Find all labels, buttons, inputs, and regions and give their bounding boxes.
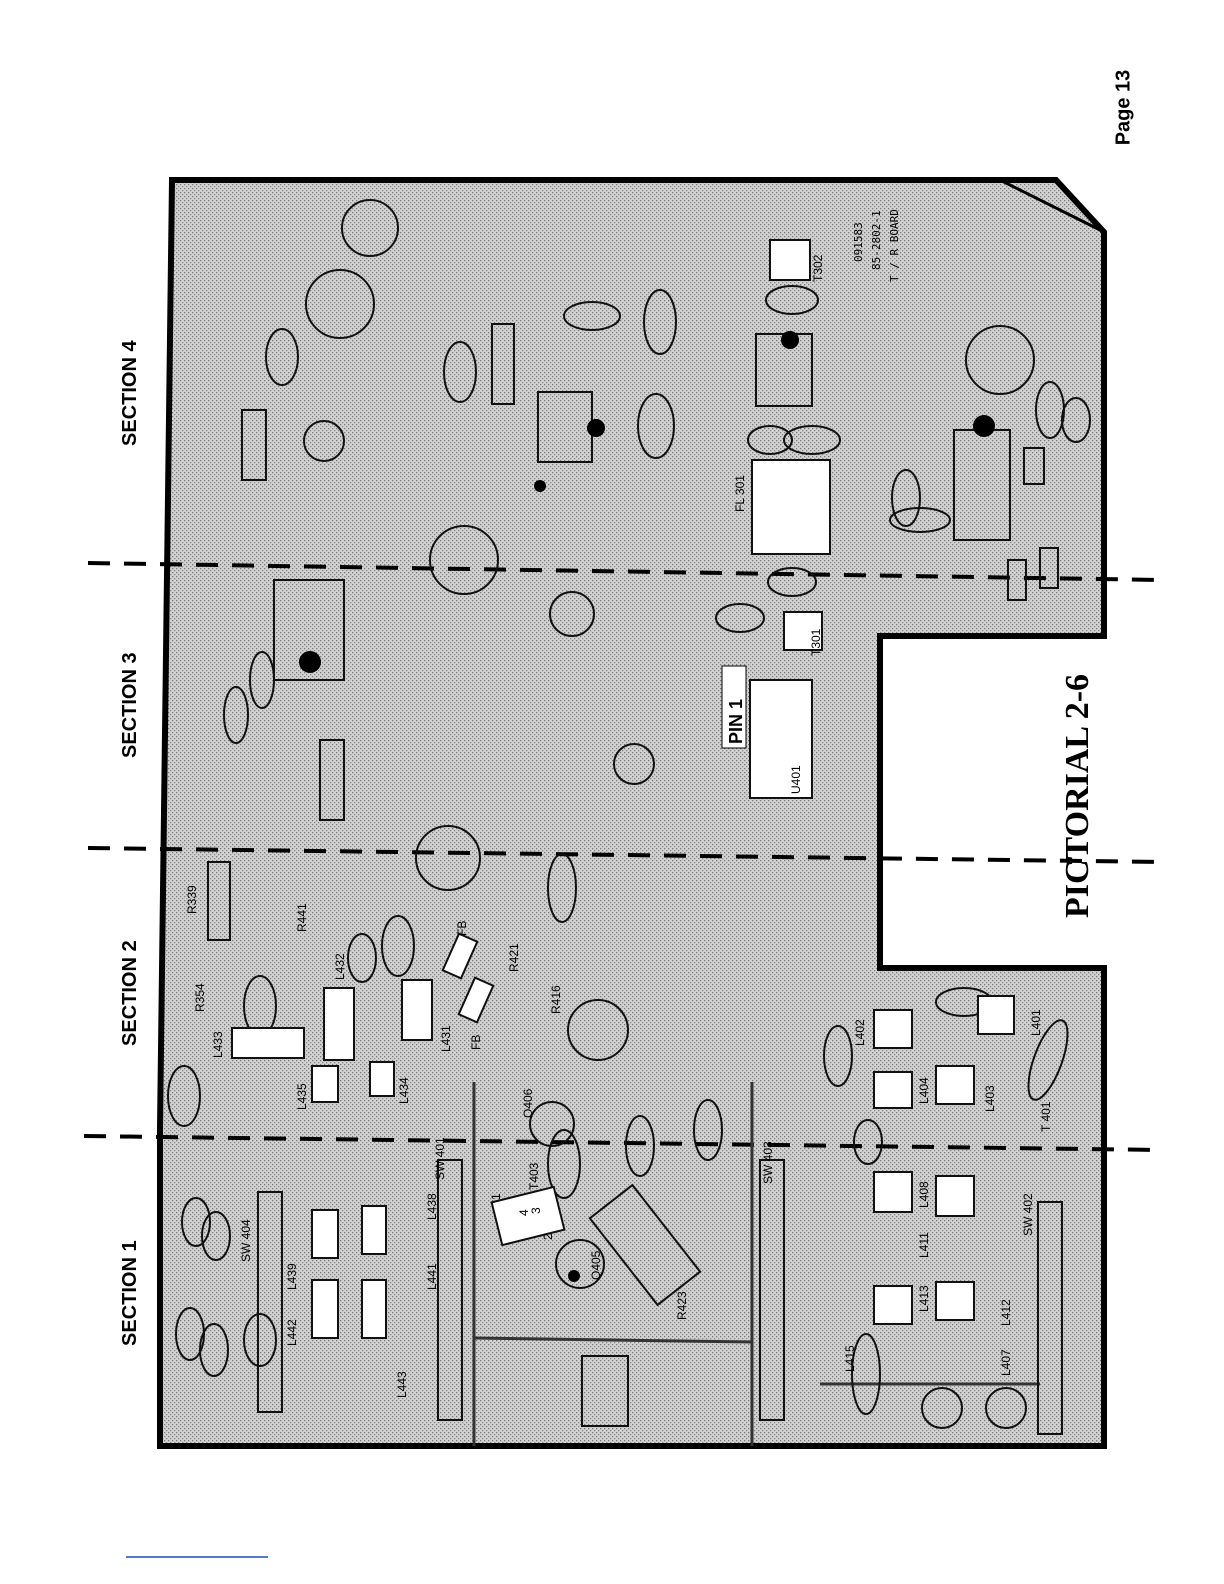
white-parts: [231, 459, 1015, 1339]
pin-1-label: PIN 1: [726, 699, 746, 744]
footer-link-underline: [126, 1556, 268, 1558]
l408-label: L408: [917, 1181, 931, 1208]
l432-label: L432: [333, 953, 347, 980]
svg-text:2: 2: [541, 1233, 555, 1240]
r421-label: R421: [507, 943, 521, 972]
t401-label: T 401: [1039, 1101, 1053, 1132]
l435-label: L435: [295, 1083, 309, 1110]
l411-label: L411: [917, 1232, 931, 1258]
l433-label: L433: [211, 1031, 225, 1058]
sw401-label: SW 401: [433, 1137, 447, 1180]
l443-label: L443: [395, 1371, 409, 1398]
r354-label: R354: [193, 983, 207, 1012]
section-label-1: SECTION 1: [119, 1240, 141, 1346]
r423-label: R423: [675, 1291, 689, 1320]
l401-label: L401: [1029, 1009, 1043, 1036]
l438-label: L438: [425, 1193, 439, 1220]
section-labels: SECTION 1 SECTION 2 SECTION 3 SECTION 4: [119, 340, 141, 1346]
pictorial-title: PICTORIAL 2-6: [1059, 674, 1096, 918]
svg-text:3: 3: [529, 1207, 543, 1214]
r339-label: R339: [185, 885, 199, 914]
sw403-label: SW 403: [761, 1141, 775, 1184]
sw402-label: SW 402: [1021, 1193, 1035, 1236]
board-part-number: 85-2802-1: [870, 210, 883, 270]
section-label-4: SECTION 4: [119, 340, 141, 446]
page-number: Page 13: [1112, 69, 1135, 146]
t302-label: T302: [811, 254, 825, 282]
q405-label: Q405: [589, 1250, 603, 1280]
u401-label: U401: [789, 765, 803, 794]
r441-label: R441: [295, 903, 309, 932]
board-outline: [157, 177, 1107, 1449]
l442-label: L442: [285, 1319, 299, 1346]
board-name: T / R BOARD: [888, 209, 901, 282]
l403-label: L403: [983, 1085, 997, 1112]
q406-label: Q406: [521, 1088, 535, 1118]
t403-label: T403: [527, 1162, 541, 1190]
l413-label: L413: [917, 1285, 931, 1312]
l402-label: L402: [853, 1019, 867, 1046]
l404-label: L404: [917, 1077, 931, 1104]
t301-label: T301: [809, 628, 823, 656]
l431-label: L431: [439, 1025, 453, 1052]
svg-text:1: 1: [489, 1193, 503, 1200]
l434-label: L434: [397, 1077, 411, 1104]
component-outlines: [167, 199, 1091, 1435]
solder-dots: [299, 331, 995, 1282]
section-label-3: SECTION 3: [119, 652, 141, 758]
r416-label: R416: [549, 985, 563, 1014]
board-id-code: 091583: [852, 222, 865, 262]
l441-label: L441: [425, 1263, 439, 1290]
fb-label-1: FB: [455, 921, 469, 936]
l415-label: L415: [843, 1345, 857, 1372]
svg-text:4: 4: [517, 1209, 531, 1216]
l439-label: L439: [285, 1263, 299, 1290]
l407-label: L407: [999, 1349, 1013, 1376]
sw404-label: SW 404: [239, 1219, 253, 1262]
section-label-2: SECTION 2: [119, 940, 141, 1046]
fb-label-2: FB: [469, 1035, 483, 1050]
l412-label: L412: [999, 1299, 1013, 1326]
fl301-label: FL 301: [733, 475, 747, 512]
